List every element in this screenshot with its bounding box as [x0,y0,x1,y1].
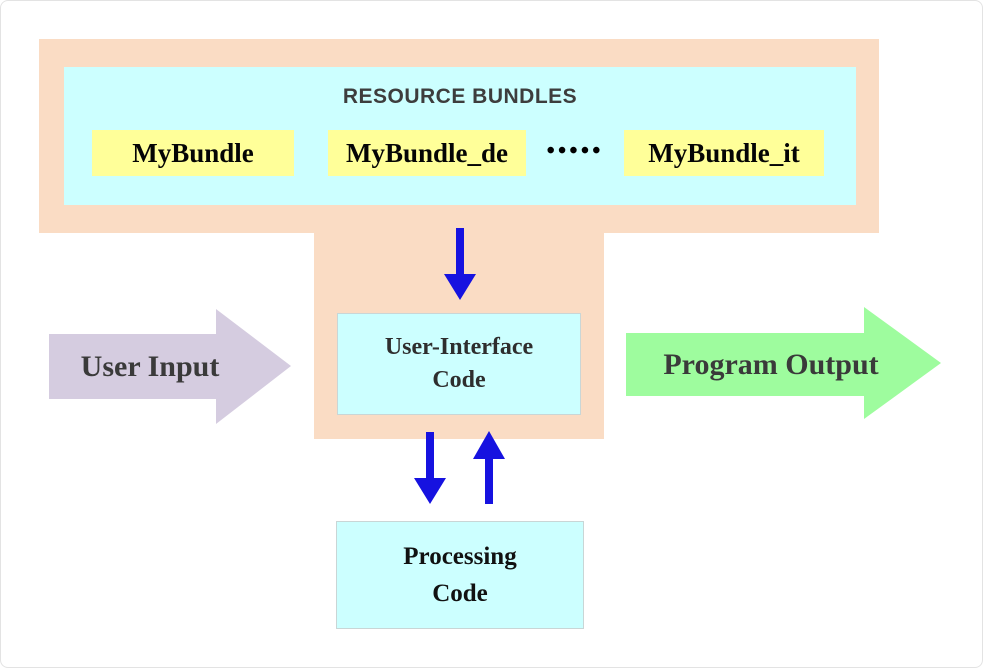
bundle-box-mybundle: MyBundle [92,130,294,176]
bundle-label: MyBundle_it [648,137,800,168]
bundle-label: MyBundle [132,137,254,168]
user-interface-code-box: User-Interface Code [337,313,581,415]
bundle-ellipsis-dots: ••••• [546,137,604,164]
bundle-box-mybundle-de: MyBundle_de [328,130,526,176]
program-output-label: Program Output [663,347,879,381]
bundle-label: MyBundle_de [345,137,509,168]
processing-code-label-line2: Code [432,580,488,607]
ui-to-processing-down-arrow-icon [414,432,446,504]
user-input-arrow: User Input [49,309,291,424]
user-interface-code-label-line2: Code [432,367,486,393]
user-input-label: User Input [80,349,220,383]
processing-code-label-line1: Processing [403,543,517,570]
processing-to-ui-up-arrow-icon [473,431,505,504]
user-interface-code-label-line1: User-Interface [384,334,534,360]
bundle-box-mybundle-it: MyBundle_it [624,130,824,176]
processing-code-box: Processing Code [336,521,584,629]
resource-bundles-title: RESOURCE BUNDLES [342,85,578,108]
program-output-arrow: Program Output [626,307,941,419]
